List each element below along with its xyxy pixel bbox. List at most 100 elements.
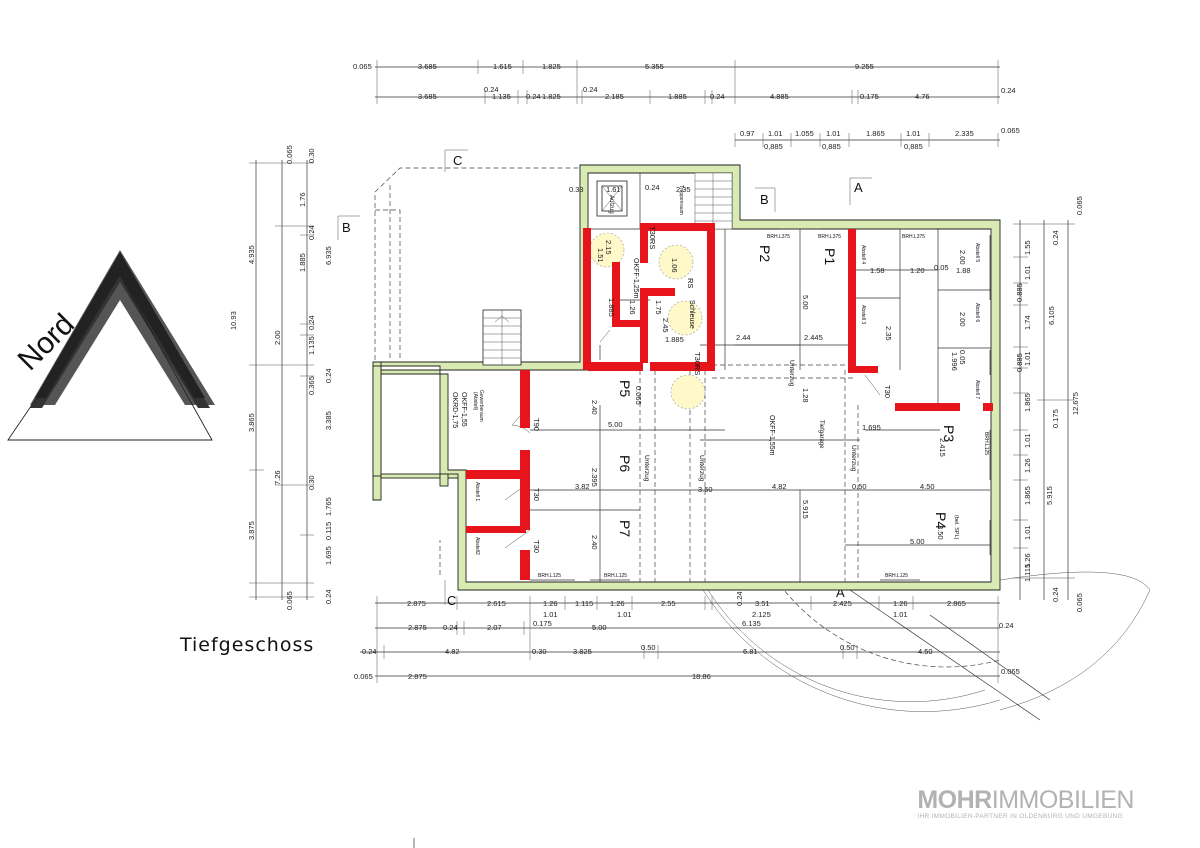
dim-text: 1.06: [670, 258, 679, 273]
dim-text: 2.44: [736, 333, 751, 342]
company-logo: MOHRIMMOBILIEN IHR IMMOBILIEN-PARTNER IN…: [917, 786, 1134, 820]
label-abstell-3: Abstell 3: [860, 305, 866, 324]
dim-text: 0.24: [526, 92, 541, 101]
label-t30: T30: [883, 385, 892, 398]
label-rs: RS: [686, 278, 695, 288]
label-okrd-175: OKRD-1,75: [451, 392, 458, 428]
dim-text: 4.76: [915, 92, 930, 101]
dim-text: 4.82: [772, 482, 787, 491]
dim-text: 5.00: [801, 295, 810, 310]
dim-text: 0.24: [443, 623, 458, 632]
logo-brand-light: IMMOBILIEN: [991, 786, 1135, 814]
dims-top: 0.065 3.685 1.615 1.825 5.355 9.255 3.68…: [353, 60, 1020, 151]
dim-text: 0.50: [852, 482, 867, 491]
label-gewerberaum: Gewerberaum: [478, 390, 484, 422]
dim-text: 2.125: [752, 610, 771, 619]
dim-text: 1.135: [307, 336, 316, 355]
label-brh: BRH.L125: [538, 573, 561, 579]
dim-text: 2.615: [487, 599, 506, 608]
dims-left: 0.065 4.935 10.93 3.865 3.875 0.065 6.93…: [229, 145, 333, 610]
dim-text: 1.135: [492, 92, 511, 101]
dim-text: 6.935: [324, 246, 333, 265]
dim-text: 1.01: [826, 129, 841, 138]
room-labels: P2 P1 P3 P4 (bel. SPL) P5 P6 P7 Aufzug T…: [451, 185, 989, 579]
label-unterzug: Unterzug: [788, 360, 795, 387]
dim-text: 0.50: [840, 643, 855, 652]
dim-text: 1.865: [1023, 393, 1032, 412]
dim-text: 2.40: [590, 400, 599, 415]
dim-text: 3.875: [247, 521, 256, 540]
fire-walls: [466, 223, 993, 580]
section-marker-a: A: [854, 180, 863, 195]
label-abstell-2: Abstell2: [474, 537, 480, 555]
dim-text: 4.50: [920, 482, 935, 491]
label-okff-155: OKFF-1,55: [460, 392, 467, 427]
dim-text: 0.065: [1001, 126, 1020, 135]
dim-text: 2.07: [487, 623, 502, 632]
dims-right: 0.065 0.24 1.55 1.01 0.885 1.74 1.01 0.8…: [1013, 196, 1084, 612]
dim-text: 1.26: [610, 599, 625, 608]
dim-text: 1.885: [665, 335, 684, 344]
dim-text: 3.825: [573, 647, 592, 656]
dim-text: 3.82: [575, 482, 590, 491]
dim-text: 2.875: [407, 599, 426, 608]
dim-text: 0,885: [764, 142, 783, 151]
dim-text: 0.885: [1015, 283, 1024, 302]
dim-text: 0.24: [324, 589, 333, 604]
dim-text: 1.88: [956, 266, 971, 275]
dim-text: 1.28: [801, 388, 810, 403]
label-abstell-4: Abstell 4: [860, 245, 866, 264]
dim-text: 0,885: [822, 142, 841, 151]
dim-text: 0.33: [569, 185, 584, 194]
label-aufzug: Aufzug: [608, 195, 614, 214]
dim-text: 0.885: [1015, 353, 1024, 372]
label-t30rs: T30RS: [693, 352, 702, 375]
label-okff-155m: OKFF-1,55m: [768, 415, 775, 456]
dim-text: 1.01: [1023, 433, 1032, 448]
dim-text: 1.74: [1023, 315, 1032, 330]
dim-text: 0.97: [740, 129, 755, 138]
dim-text: 0.065: [353, 62, 372, 71]
dim-text: 0.24: [1051, 587, 1060, 602]
label-t30rs: T30RS: [648, 226, 657, 249]
dim-text: 3.685: [418, 92, 437, 101]
label-unterzug: Unterzug: [698, 455, 705, 482]
dim-text: 2.415: [938, 438, 947, 457]
dim-text: 2.00: [958, 312, 967, 327]
dim-text: 3.385: [324, 411, 333, 430]
dim-text: 0.05: [934, 263, 949, 272]
label-abstell-1: Abstell 1: [474, 482, 480, 501]
dim-text: 1.695: [862, 423, 881, 432]
dim-text: 0.365: [307, 376, 316, 395]
dim-text: 0.50: [641, 643, 656, 652]
dim-text: 1.58: [870, 266, 885, 275]
dim-text: 2.40: [590, 535, 599, 550]
dim-text: 0,885: [904, 142, 923, 151]
dim-text: 1.61: [606, 185, 621, 194]
room-p6: P6: [617, 455, 633, 472]
room-p4-sub: (bel. SPL): [953, 515, 959, 540]
label-brh: BRH.L125: [885, 573, 908, 579]
section-marker-b: B: [760, 192, 769, 207]
dim-text: 5.915: [1045, 486, 1054, 505]
floor-title: Tiefgeschoss: [180, 634, 315, 656]
logo-slogan: IHR IMMOBILIEN-PARTNER IN OLDENBURG UND …: [917, 813, 1123, 820]
dim-text: 2.395: [590, 468, 599, 487]
dim-text: 3.50: [936, 525, 945, 540]
dim-text: 1.01: [1023, 265, 1032, 280]
dim-text: 4.885: [770, 92, 789, 101]
dim-text: 0.24: [1001, 86, 1016, 95]
dim-text: 2.445: [804, 333, 823, 342]
dim-text: 5.915: [801, 500, 810, 519]
dim-text: 1.26: [893, 599, 908, 608]
dim-text: 1.115: [575, 599, 593, 608]
label-abstell-7: Abstell 7: [974, 380, 980, 399]
dim-text: 2.185: [605, 92, 624, 101]
dim-text: 2.00: [958, 250, 967, 265]
dim-text: 0.24: [735, 591, 744, 606]
label-brh375: BRH.L375: [767, 234, 790, 240]
dim-text: 1.01: [617, 610, 632, 619]
label-brh375: BRH.L375: [902, 234, 925, 240]
interior-lines: [482, 172, 991, 582]
